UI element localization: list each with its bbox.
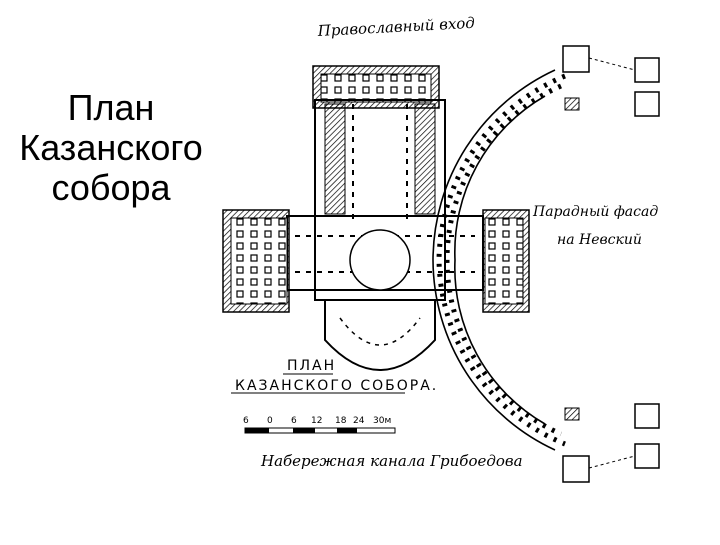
west-wing [222, 209, 290, 313]
east-facade-label-line1: Парадный фасад [532, 204, 658, 220]
north-portico [312, 65, 440, 109]
colonnade [432, 45, 660, 483]
scale-tick-label: 6 [291, 416, 297, 426]
transept [286, 215, 484, 291]
scale-tick-label: 18 [335, 416, 347, 426]
scale-bar: 6 0 6 12 18 24 30м [243, 416, 396, 434]
scale-tick-label: 24 [353, 416, 365, 426]
scale-tick-label: 6 [243, 416, 249, 426]
embankment-label: Набережная канала Грибоедова [260, 452, 523, 470]
scale-tick-label: 12 [311, 416, 322, 426]
plan-heading-line1: ПЛАН [287, 358, 336, 374]
slide-title: План Казанского собора [19, 87, 203, 208]
south-apse [324, 299, 436, 371]
plan-heading-line2: КАЗАНСКОГО СОБОРА. [235, 378, 438, 394]
scale-tick-label: 30м [373, 416, 391, 426]
cathedral-floor-plan: Православный вход [205, 0, 720, 540]
east-wing [482, 209, 530, 313]
north-entrance-label: Православный вход [316, 14, 475, 40]
east-facade-label-line2: на Невский [557, 232, 642, 248]
scale-tick-label: 0 [267, 416, 273, 426]
